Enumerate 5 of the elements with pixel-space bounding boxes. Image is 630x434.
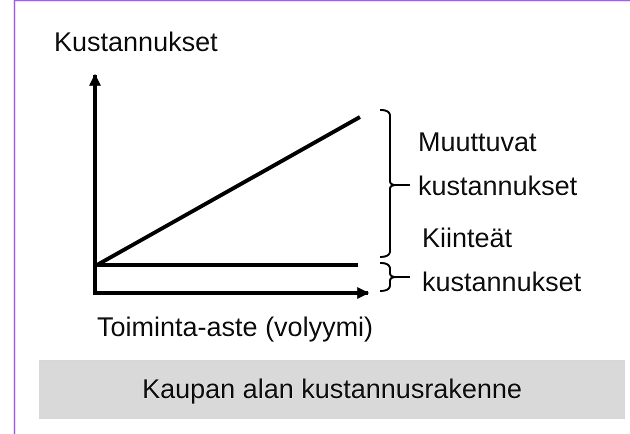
axis-label: Kustannukset: [54, 26, 218, 59]
caption: Kaupan alan kustannusrakenne: [142, 374, 522, 405]
bracket-label: Muuttuvat kustannukset: [418, 126, 578, 203]
axis-label: Toiminta-aste (volyymi): [97, 311, 374, 344]
bracket-label: Kiinteät kustannukset: [422, 222, 582, 299]
